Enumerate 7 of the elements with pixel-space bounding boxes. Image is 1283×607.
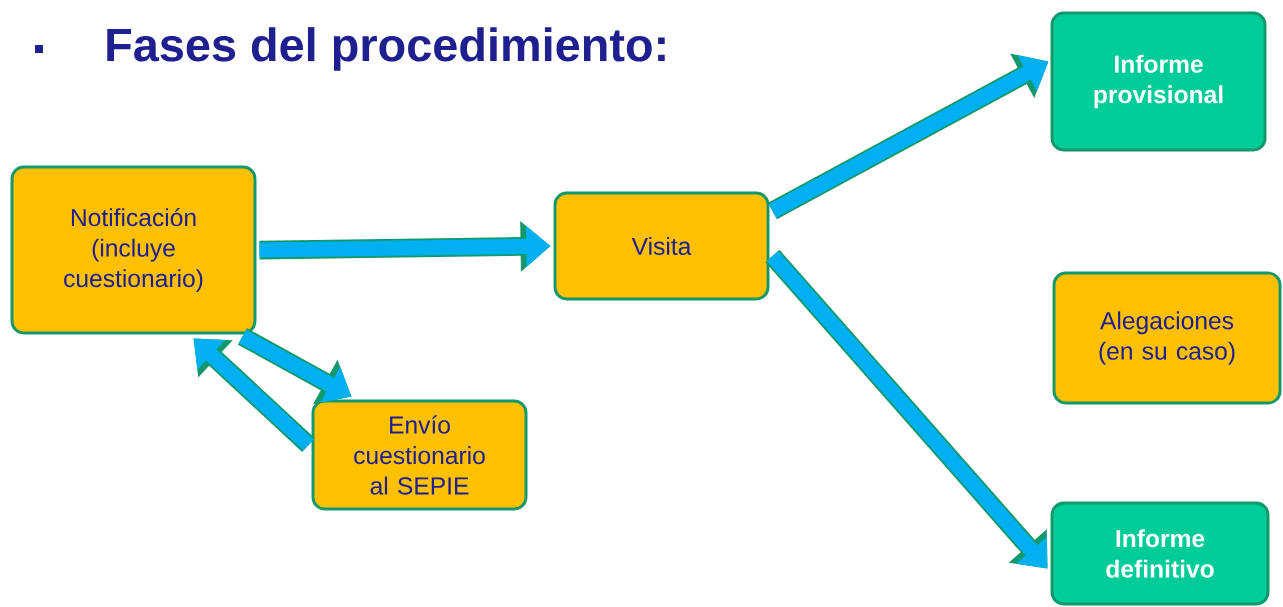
report-box: Informe definitivo — [1050, 501, 1270, 606]
process-box: Notificación (incluye cuestionario) — [10, 165, 257, 335]
title: Fases del procedimiento: — [107, 27, 665, 71]
process-box: Visita — [553, 191, 770, 301]
process-box: Envío cuestionario al SEPIE — [311, 399, 528, 511]
process-box: Alegaciones (en su caso) — [1052, 271, 1282, 405]
report-box: Informe provisional — [1050, 11, 1267, 152]
